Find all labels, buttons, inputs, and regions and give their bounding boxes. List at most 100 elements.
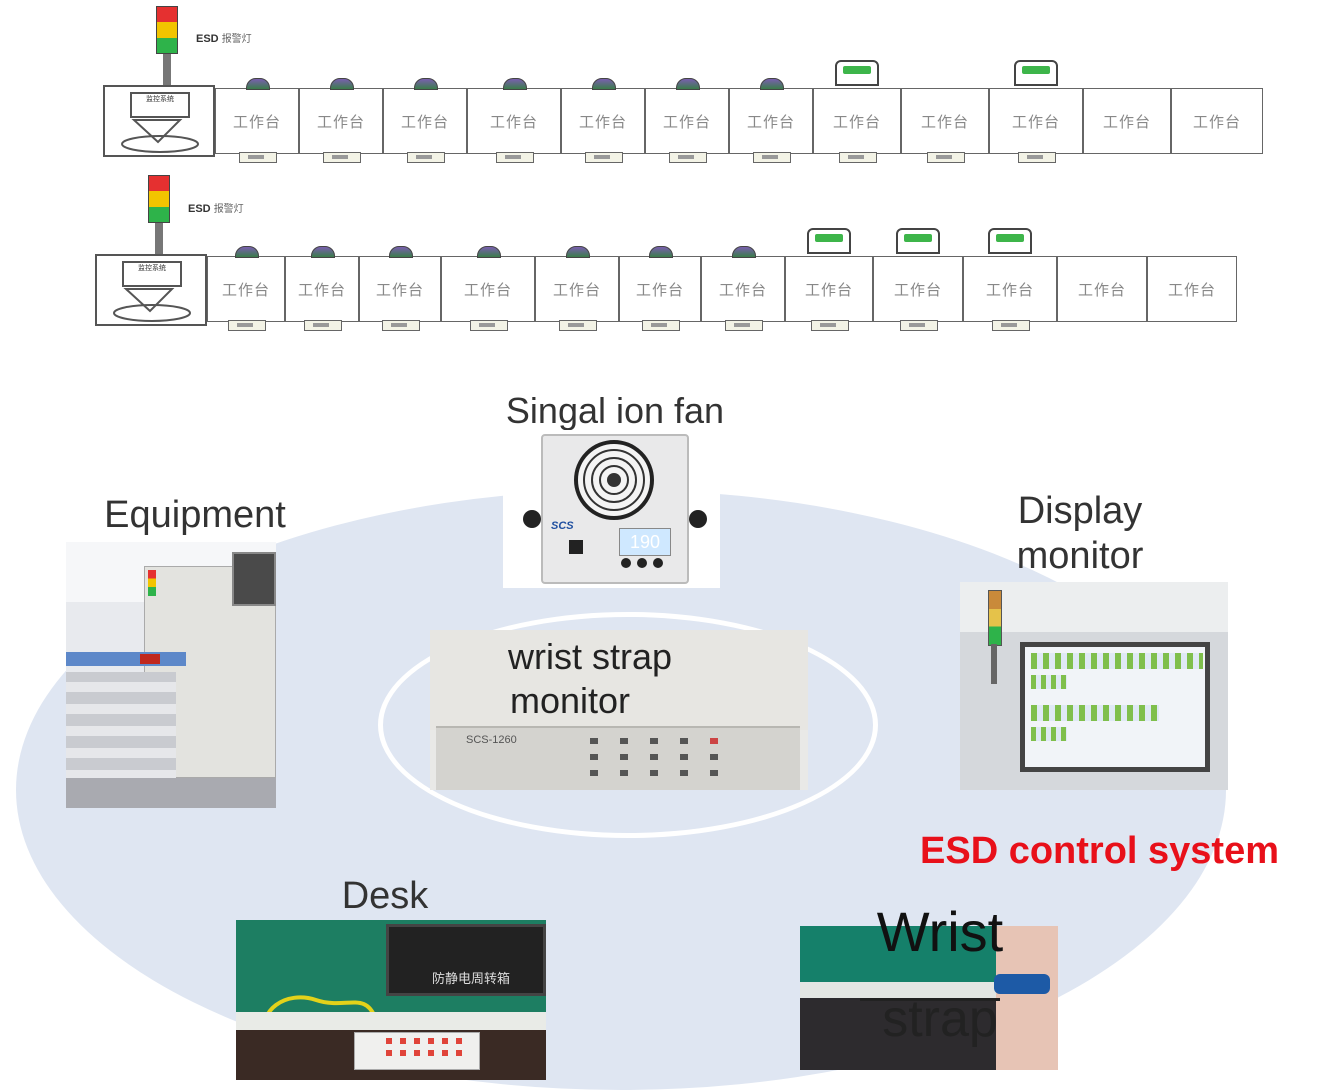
equipment-red-part [140,654,160,664]
station-base-icon [113,288,191,322]
wrist-strap-jack-icon [753,152,791,163]
fan-button-3[interactable] [653,558,663,568]
workbench: 工作台 [989,88,1083,154]
ion-fan-icon [235,246,259,258]
workbench: 工作台 [873,256,963,322]
workbench: 工作台 [813,88,901,154]
ion-fan-icon [732,246,756,258]
wrist-strap-jack-icon [669,152,707,163]
desk-led-icon [414,1050,420,1056]
fan-knob-left-icon[interactable] [523,510,541,528]
production-line-row-2: ESD 报警灯 监控系统 工作台工作台工作台工作台工作台工作台工作台工作台工作台… [0,0,1337,340]
monitor-led-icon [590,754,598,760]
ion-fan-icon [760,78,784,90]
monitor-tower-pole [991,644,997,684]
control-screen: 监控系统 [122,261,182,287]
desk-led-icon [386,1050,392,1056]
desk-tray-text: 防静电周转箱 [432,971,511,986]
desk-led-icon [442,1050,448,1056]
display-monitor-icon [807,228,851,254]
desk-led-icon [400,1050,406,1056]
workbench: 工作台 [963,256,1057,322]
workbench: 工作台 [785,256,873,322]
monitor-led-icon [680,754,688,760]
monitor-led-icon [650,738,658,744]
desk-edge [236,1012,546,1030]
monitor-grid-b [1031,675,1067,689]
display-monitor-icon [988,228,1032,254]
ion-fan-icon [246,78,270,90]
workbench: 工作台 [299,88,383,154]
esd-tag: ESD 报警灯 [188,200,244,215]
monitor-led-icon [710,738,718,744]
monitor-led-icon [590,770,598,776]
esd-tag-sublabel: 报警灯 [213,204,244,215]
equipment-screen-icon [232,552,276,606]
display-monitor-icon [896,228,940,254]
monitor-led-icon [710,770,718,776]
wrist-label-line2: strap [882,990,998,1048]
ion-fan-icon [330,78,354,90]
alarm-light-tower-icon [156,6,178,54]
desk-photo: 防静电周转箱 [236,920,546,1080]
display-monitor-icon [1014,60,1058,86]
workbench: 工作台 [441,256,535,322]
wrist-monitor-label-line2: monitor [509,680,631,721]
desk-led-icon [442,1038,448,1044]
alarm-light-tower-icon [148,175,170,223]
ion-fan-photo: SCS 190 [503,430,720,588]
monitor-led-icon [620,754,628,760]
workbench: 工作台 [701,256,785,322]
esd-tag-label: ESD [188,203,211,215]
desk-led-icon [428,1050,434,1056]
monitor-led-icon [680,770,688,776]
equipment-conveyor [66,652,186,666]
wrist-strap-jack-icon [323,152,361,163]
display-label-line2: monitor [1016,535,1144,577]
fan-button-1[interactable] [621,558,631,568]
ion-fan-icon [503,78,527,90]
station-base-icon [121,119,199,153]
ion-fan-icon [414,78,438,90]
wrist-edge [800,982,1058,998]
arm [996,926,1058,1070]
fan-button-2[interactable] [637,558,647,568]
monitor-led-icon [650,754,658,760]
monitor-led-icon [620,770,628,776]
wrist-band-icon [994,974,1050,994]
ceiling [960,582,1228,632]
monitor-model-text: SCS-1260 [466,734,517,746]
workbench: 工作台 [729,88,813,154]
wrist-strap-jack-icon [839,152,877,163]
wrist-strap-photo [800,926,1058,1070]
equipment-floor [66,778,276,808]
workbench: 工作台 [207,256,285,322]
wrist-strap-jack-icon [382,320,420,331]
fan-label: Singal ion fan [505,390,725,431]
workbench: 工作台 [561,88,645,154]
wrist-monitor-label-line1: wrist strap [507,636,673,677]
workbench: 工作台 [285,256,359,322]
tower-pole [163,54,171,86]
equipment-tower-icon [148,570,156,596]
workbench: 工作台 [1171,88,1263,154]
display-monitor-icon [835,60,879,86]
wrist-label-line1: Wrist [876,900,1004,963]
desk-led-icon [400,1038,406,1044]
fan-power-switch[interactable] [569,540,583,554]
control-screen-label: 监控系统 [138,265,166,272]
esd-tag: ESD 报警灯 [196,30,252,45]
control-screen: 监控系统 [130,92,190,118]
monitor-box-top [430,630,808,730]
workbench: 工作台 [1057,256,1147,322]
desk-led-icon [414,1038,420,1044]
fan-knob-right-icon[interactable] [689,510,707,528]
workbench: 工作台 [1147,256,1237,322]
monitor-grid-a [1031,653,1203,669]
workbench: 工作台 [383,88,467,154]
monitor-box-front [436,726,800,790]
wrist-strap-jack-icon [470,320,508,331]
equipment-frame [66,672,176,792]
ion-fan-icon [311,246,335,258]
wrist-strap-jack-icon [239,152,277,163]
